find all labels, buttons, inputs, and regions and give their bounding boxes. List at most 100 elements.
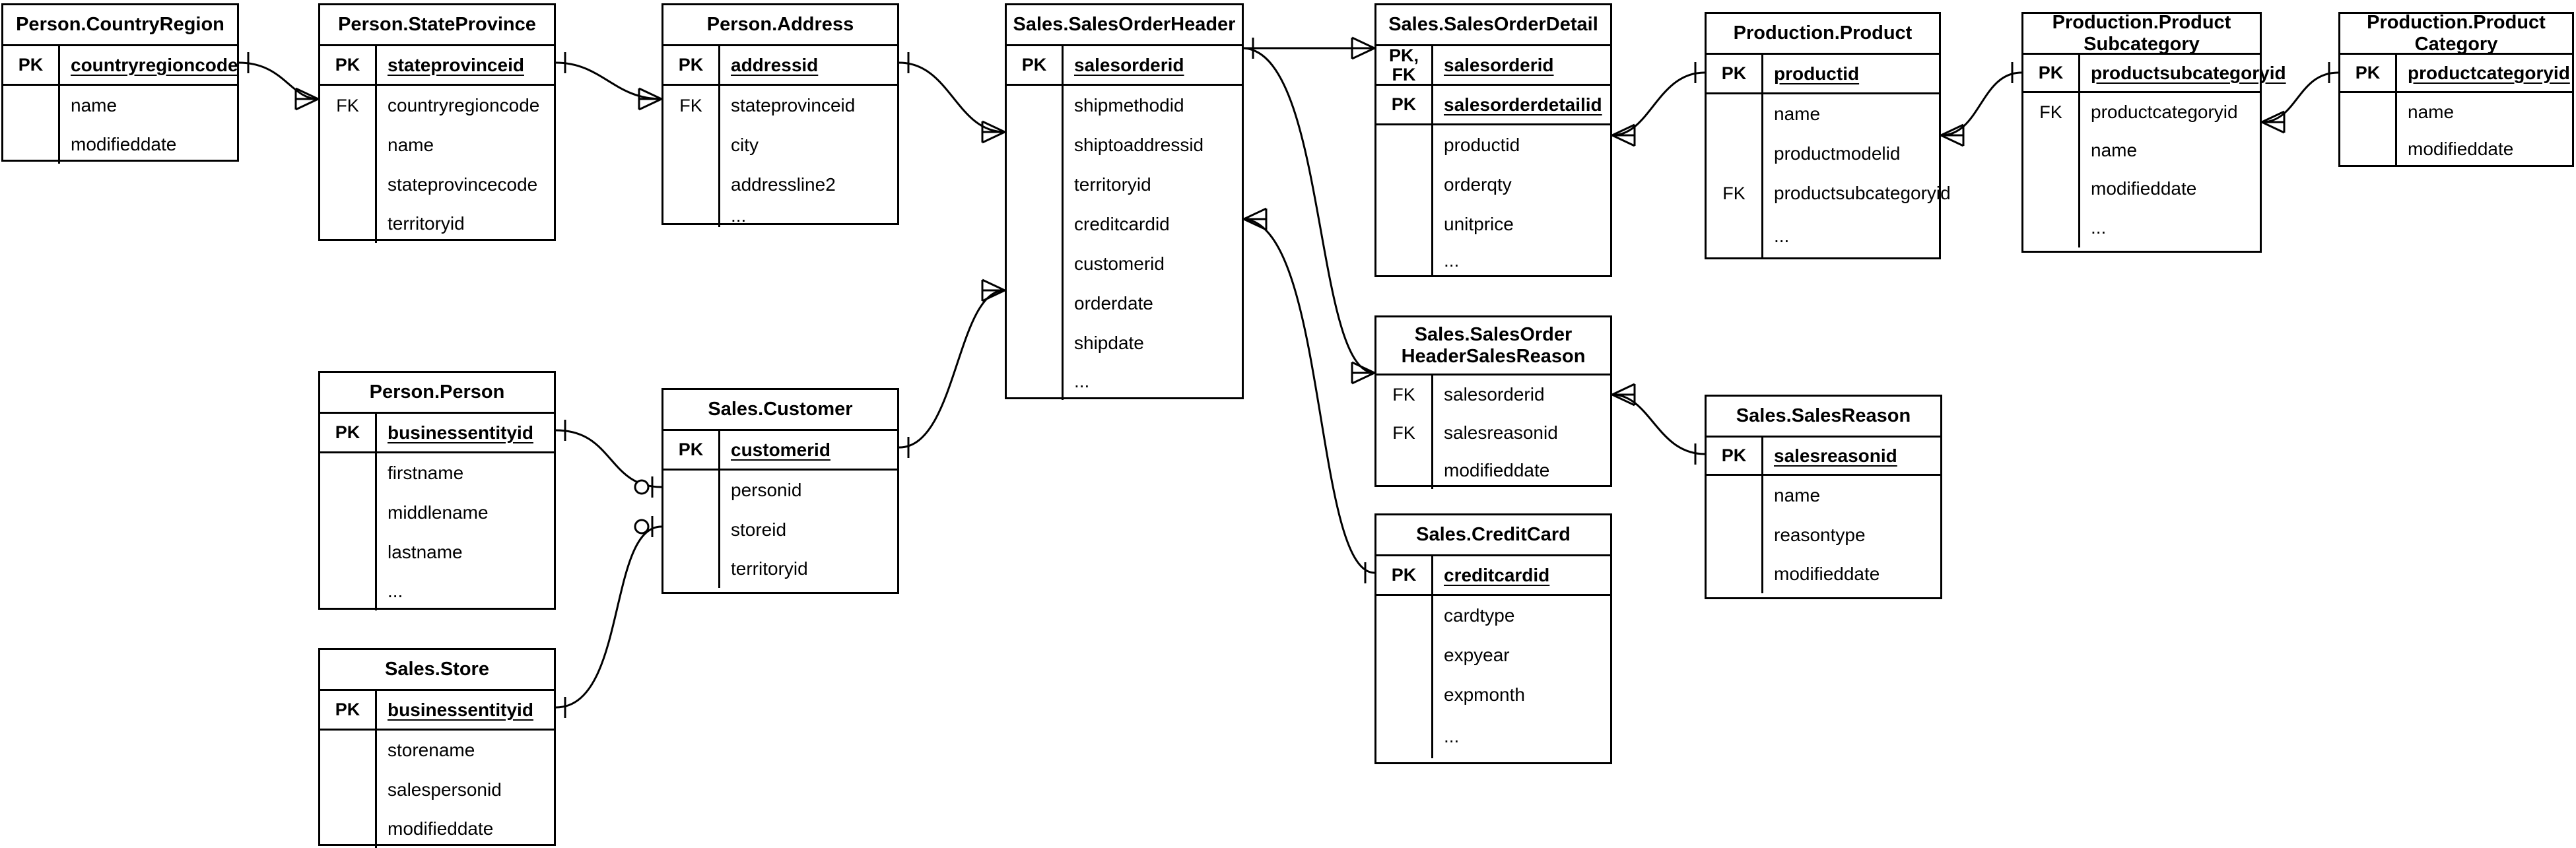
attribute-row[interactable]: territoryid: [1007, 165, 1242, 205]
attribute-row[interactable]: name: [320, 125, 554, 165]
key-badge: [663, 471, 720, 510]
attribute-row[interactable]: productid: [1376, 125, 1610, 165]
attribute-row[interactable]: modifieddate: [3, 125, 237, 164]
key-badge: FK: [1376, 375, 1433, 414]
attribute-row[interactable]: customerid: [1007, 244, 1242, 284]
attribute-name: ...: [388, 581, 403, 601]
key-badge: [2023, 170, 2080, 208]
attribute-name: shiptoaddressid: [1074, 135, 1204, 155]
key-badge: [320, 731, 377, 770]
attribute-row[interactable]: shiptoaddressid: [1007, 125, 1242, 165]
key-badge: [1376, 205, 1433, 244]
rel-product-productsubcategory: [1940, 62, 2022, 147]
key-badge: [663, 125, 720, 165]
attribute-name: salesorderdetailid: [1444, 94, 1602, 115]
attribute-row[interactable]: expyear: [1376, 636, 1610, 675]
key-badge: [1376, 715, 1433, 758]
attribute-row[interactable]: ...: [1707, 213, 1939, 259]
attribute-row[interactable]: ...: [2023, 208, 2260, 247]
attribute-row[interactable]: ...: [1007, 363, 1242, 400]
attribute-row[interactable]: modifieddate: [1707, 555, 1940, 593]
attribute-row[interactable]: unitprice: [1376, 205, 1610, 244]
attribute-row[interactable]: ...: [663, 205, 897, 227]
attribute-row[interactable]: productmodelid: [1707, 134, 1939, 174]
attribute-row[interactable]: ...: [320, 572, 554, 610]
attribute-row[interactable]: cardtype: [1376, 596, 1610, 636]
attribute-row[interactable]: name: [1707, 476, 1940, 515]
attribute-row[interactable]: storename: [320, 731, 554, 770]
attribute-row[interactable]: ...: [1376, 244, 1610, 277]
attribute-name: stateprovinceid: [388, 54, 524, 75]
attribute-row[interactable]: expmonth: [1376, 675, 1610, 715]
attribute-row[interactable]: modifieddate: [2340, 131, 2572, 167]
attribute-name: name: [388, 135, 434, 155]
attribute-row[interactable]: orderdate: [1007, 284, 1242, 323]
attribute-row[interactable]: creditcardid: [1007, 205, 1242, 244]
attribute-name: ...: [1774, 226, 1790, 246]
attribute-row[interactable]: stateprovincecode: [320, 165, 554, 205]
attribute-row[interactable]: modifieddate: [320, 810, 554, 848]
attribute-row[interactable]: orderqty: [1376, 165, 1610, 205]
attribute-row[interactable]: personid: [663, 471, 897, 510]
attribute-row[interactable]: reasontype: [1707, 515, 1940, 555]
attribute-row[interactable]: modifieddate: [1376, 452, 1610, 489]
attribute-row[interactable]: addressline2: [663, 165, 897, 205]
attribute-name: countryregioncode: [71, 54, 238, 75]
attribute-row[interactable]: firstname: [320, 453, 554, 493]
attribute-row[interactable]: lastname: [320, 533, 554, 572]
attribute-row[interactable]: city: [663, 125, 897, 165]
key-badge: [320, 533, 377, 572]
attribute-row[interactable]: territoryid: [320, 205, 554, 243]
attribute-row[interactable]: name: [2340, 93, 2572, 131]
attribute-row[interactable]: name: [3, 86, 237, 125]
attribute-row[interactable]: name: [1707, 94, 1939, 134]
attribute-row[interactable]: salespersonid: [320, 770, 554, 810]
attribute-name: creditcardid: [1444, 564, 1550, 585]
attribute-row[interactable]: territoryid: [663, 550, 897, 588]
attribute-row[interactable]: middlename: [320, 493, 554, 533]
attribute-row[interactable]: shipmethodid: [1007, 86, 1242, 125]
attribute-row[interactable]: storeid: [663, 510, 897, 550]
key-badge: [2340, 131, 2397, 167]
attribute-row[interactable]: shipdate: [1007, 323, 1242, 363]
attribute-row[interactable]: ...: [1376, 715, 1610, 758]
attribute-row[interactable]: name: [2023, 131, 2260, 170]
attribute-row[interactable]: modifieddate: [2023, 170, 2260, 208]
